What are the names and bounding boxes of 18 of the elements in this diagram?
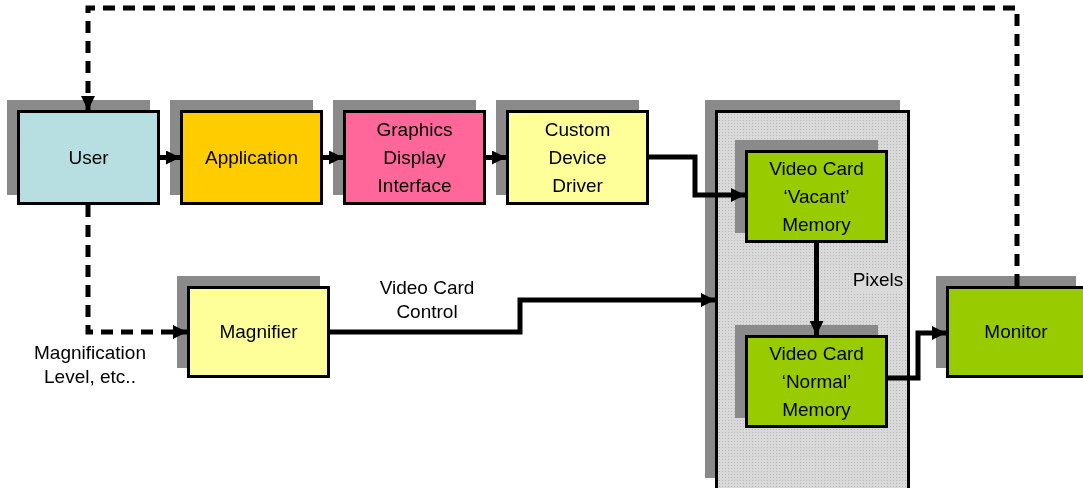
arrow: [160, 150, 180, 165]
box-label: Custom Device Driver: [543, 117, 612, 198]
edge-label: Pixels: [852, 268, 904, 292]
arrow: [81, 5, 1020, 286]
box-label: User: [67, 145, 110, 170]
box-label: Monitor: [983, 320, 1049, 344]
arrow: [323, 150, 343, 165]
box-label: Magnifier: [218, 320, 299, 344]
arrow: [330, 293, 715, 335]
arrow: [809, 243, 824, 335]
arrow: [649, 154, 745, 202]
box-label: Video Card ‘Vacant’ Memory: [768, 156, 865, 237]
box-label: Graphics Display Interface: [375, 117, 454, 198]
box-label: Application: [204, 145, 299, 170]
arrow: [888, 326, 946, 381]
arrow: [85, 205, 187, 339]
arrow: [486, 150, 506, 165]
box-label: Video Card ‘Normal’ Memory: [768, 341, 865, 422]
